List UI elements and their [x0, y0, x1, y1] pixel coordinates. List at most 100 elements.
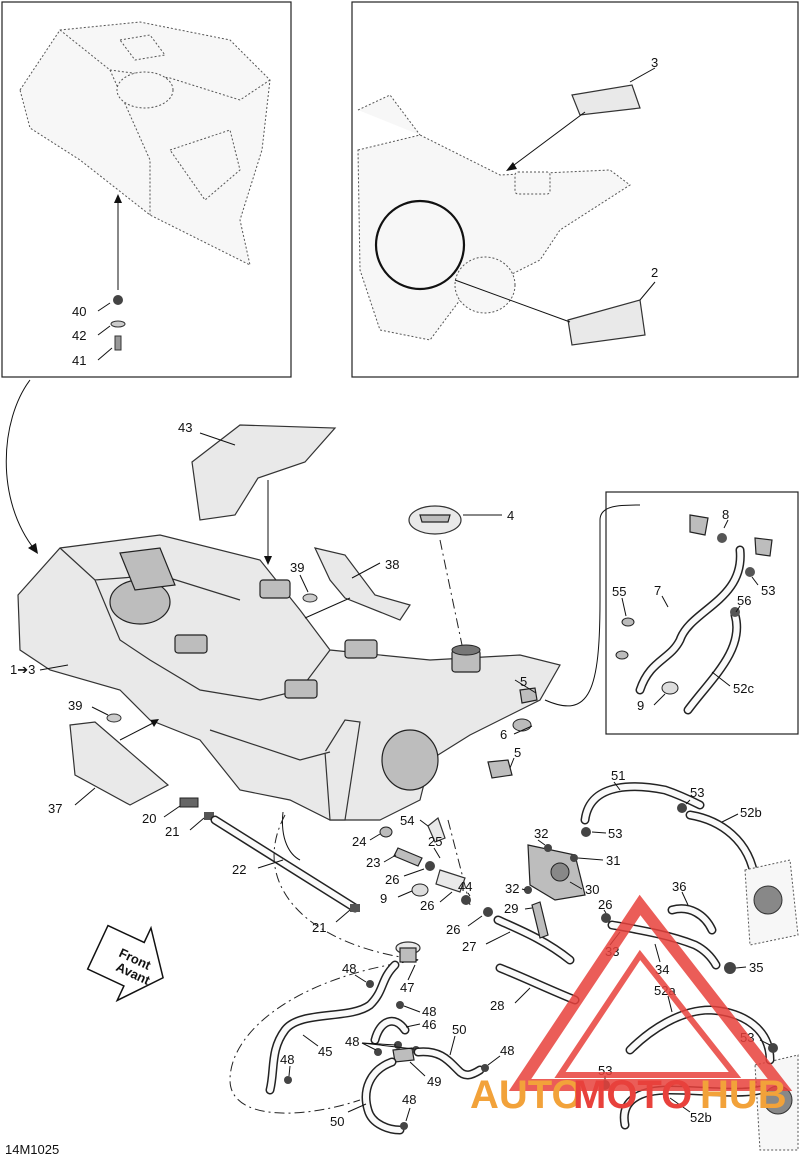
leader-37-arrow: [119, 721, 156, 741]
callout-29: 29: [504, 901, 518, 916]
hose-piece-25: [435, 869, 466, 893]
inset-clip-55b: [615, 650, 629, 660]
clamp-26-a: [425, 861, 435, 871]
leader-50-lower: [347, 1103, 367, 1113]
clamp-48-b: [396, 1001, 404, 1009]
tank-pad-illustration: [357, 94, 631, 341]
curve-arrow-to-tank: [5, 379, 36, 551]
leader-1-3: [39, 664, 69, 671]
leader-46: [405, 1023, 421, 1028]
axis-25: [447, 819, 471, 906]
watermark-logo: [508, 894, 793, 1091]
inset-clip-55a: [621, 617, 635, 627]
leader-5-lower: [509, 757, 515, 769]
leader-38-arrow: [304, 597, 351, 619]
callout-27: 27: [462, 939, 476, 954]
leader-31: [577, 857, 604, 861]
leader-45: [302, 1034, 319, 1047]
leader-34: [654, 943, 661, 963]
leader-32-lower: [521, 888, 526, 891]
arrow-head-3: [506, 162, 517, 171]
hose-33: [607, 920, 721, 970]
arrow-head-curve: [28, 543, 38, 554]
leader-48-b: [403, 1005, 421, 1013]
hose-51: [580, 782, 705, 825]
callout-52b-lower: 52b: [690, 1110, 712, 1125]
inset-panel-hoses-right: [605, 491, 799, 735]
arrow-head-37: [150, 719, 159, 727]
callout-31: 31: [606, 853, 620, 868]
side-panel-37: [69, 721, 170, 806]
leader-21-lower: [335, 909, 351, 923]
leader-52b-lower: [669, 1097, 691, 1113]
hose-27: [493, 915, 575, 965]
callout-32-lower: 32: [505, 881, 519, 896]
leader-24: [369, 833, 381, 841]
callout-5-upper: 5: [520, 674, 527, 689]
leader-7: [661, 595, 669, 608]
leader-48-f: [405, 1107, 411, 1122]
axis-cap-to-neck: [439, 539, 463, 646]
leader-52b-upper: [721, 813, 739, 823]
callout-49: 49: [427, 1074, 441, 1089]
leader-22: [257, 859, 284, 869]
leader-48-c: [288, 1065, 291, 1077]
leader-50-right: [449, 1035, 456, 1056]
grommet-39-top: [302, 593, 318, 603]
hose-50-right: [413, 1047, 485, 1080]
leader-28: [514, 987, 531, 1004]
callout-28: 28: [490, 998, 504, 1013]
callout-8: 8: [722, 507, 729, 522]
callout-52c: 52c: [733, 681, 754, 696]
inset-clamp-53: [745, 567, 755, 577]
hose-52a: [625, 1005, 775, 1065]
filler-neck: [451, 644, 481, 673]
body-panel-illustration: [19, 21, 271, 266]
leader-3-arrow: [509, 111, 586, 169]
leader-22-arrow: [281, 811, 301, 861]
fuel-line-22: [210, 815, 360, 913]
inset-grommet-9: [661, 681, 679, 695]
grommet-9-lower: [411, 883, 429, 897]
callout-25: 25: [428, 834, 442, 849]
screw-32-upper: [544, 844, 552, 852]
leader-36: [681, 891, 689, 906]
leader-38: [351, 562, 381, 579]
leader-9-inset: [653, 693, 666, 706]
callout-48-b: 48: [422, 1004, 436, 1019]
leader-20: [163, 805, 181, 818]
inset-valve: [689, 514, 709, 536]
leader-9-lower: [397, 890, 413, 898]
callout-39-top: 39: [290, 560, 304, 575]
leader-37: [74, 787, 96, 806]
callout-30: 30: [585, 882, 599, 897]
leader-6: [513, 725, 533, 735]
leader-39-bottom: [91, 706, 109, 716]
leader-32-upper: [537, 839, 546, 846]
pad-part-2: [567, 299, 646, 346]
clamp-53-51: [677, 803, 687, 813]
leader-53-pump: [591, 831, 607, 834]
hose-36: [667, 904, 717, 935]
leader-51: [613, 781, 621, 791]
fuel-pump-30: [527, 844, 586, 901]
callout-34: 34: [655, 962, 669, 977]
leader-48-e: [487, 1055, 501, 1066]
callout-54: 54: [400, 813, 414, 828]
callout-5-lower: 5: [514, 745, 521, 760]
inset-clamp-8: [717, 533, 727, 543]
leader-26-d: [603, 909, 607, 914]
callout-51: 51: [611, 768, 625, 783]
front-direction-arrow: [86, 924, 164, 1003]
callout-48-e: 48: [500, 1043, 514, 1058]
drawing-code: 14M1025: [5, 1142, 59, 1157]
callout-45: 45: [318, 1044, 332, 1059]
tee-49: [392, 1047, 415, 1063]
callout-38: 38: [385, 557, 399, 572]
leader-30: [569, 881, 583, 890]
inset-hose-52c: [683, 610, 742, 715]
fitting-5-upper: [519, 687, 538, 704]
inset-panel-top-right: [351, 1, 799, 378]
grommet-39-bottom: [106, 713, 122, 723]
callout-32-upper: 32: [534, 826, 548, 841]
